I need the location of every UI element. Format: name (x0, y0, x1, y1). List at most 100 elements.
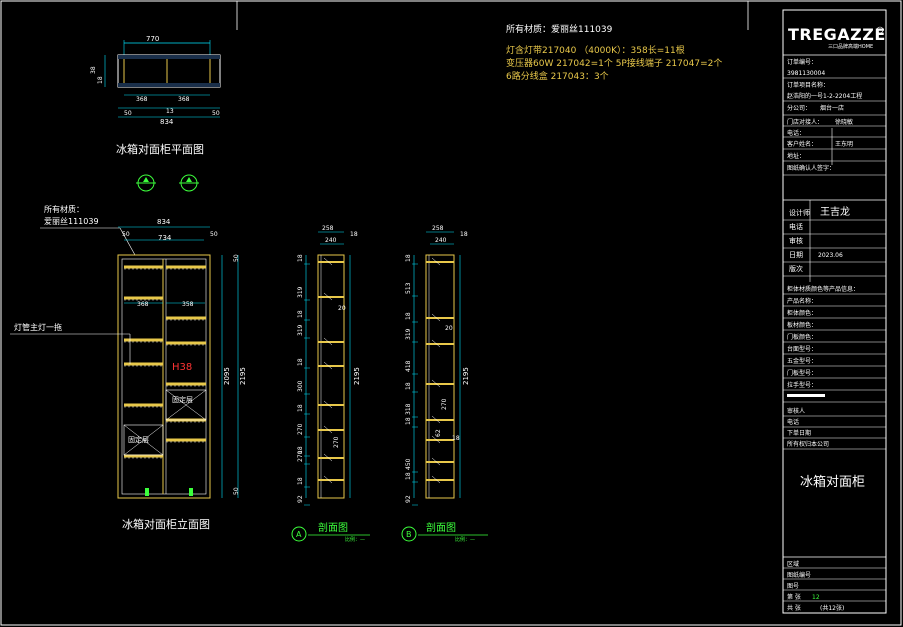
svg-text:比例：—: 比例：— (345, 536, 365, 543)
section-dim-label: 319 (297, 324, 304, 336)
elevation-shelf (166, 438, 206, 442)
title-row-label: 客户姓名： (787, 140, 817, 148)
footer-row-label: 图纸编号 (787, 571, 811, 579)
svg-text:62: 62 (435, 429, 442, 437)
title-row-label: 门店对接人： (787, 118, 823, 126)
spec-row-label: 五金型号： (787, 357, 817, 365)
svg-text:50: 50 (210, 231, 218, 238)
section-dim-label: 270 (297, 423, 304, 435)
section-dim-label: 18 (405, 417, 412, 425)
registered-icon (876, 26, 884, 34)
section-dim-label: 418 (405, 360, 412, 372)
review-row-label: 电话 (787, 418, 799, 426)
footer-row-value: (共12张) (820, 604, 844, 612)
elevation-shelf (124, 454, 163, 458)
svg-text:834: 834 (157, 218, 171, 226)
spec-row-label: 门板颜色： (787, 333, 817, 341)
svg-text:变压器60W 217042=1个 5P接线端子 21704: 变压器60W 217042=1个 5P接线端子 217047=2个 (506, 57, 722, 69)
designer-row-label: 版次 (789, 264, 803, 273)
section-dim-label: 18 (405, 312, 412, 320)
svg-text:爱丽丝111039: 爱丽丝111039 (44, 216, 99, 226)
review-row-label: 下单日期 (787, 429, 811, 437)
section-dim-label: 18 (405, 382, 412, 390)
title-row-label: 电话： (787, 129, 805, 137)
svg-text:灯含灯带217040 （4000K）：358长=11根: 灯含灯带217040 （4000K）：358长=11根 (506, 44, 685, 56)
designer-row-value: 王吉龙 (820, 205, 850, 218)
svg-text:6路分线盒 217043：3个: 6路分线盒 217043：3个 (506, 70, 609, 82)
elevation-shelf (124, 338, 163, 342)
svg-text:50: 50 (122, 231, 130, 238)
footer-row-value: 12 (812, 594, 820, 601)
title-row-label: 分公司： (787, 104, 811, 112)
title-block: TREGAZZE 三口品牌高端HOME 订单编号：3981130004订单项目名… (782, 9, 887, 614)
svg-text:2195: 2195 (239, 367, 247, 385)
svg-text:50: 50 (124, 110, 132, 117)
svg-text:B: B (406, 530, 412, 539)
section-dim-label: 18 (297, 446, 304, 454)
section-dim-label: 18 (297, 254, 304, 262)
svg-text:比例：—: 比例：— (455, 536, 475, 543)
section-dim-label: 319 (405, 328, 412, 340)
plan-view-title: 冰箱对面柜平面图 (116, 142, 204, 156)
spec-row-label: 柜体材质颜色等产品信息： (787, 285, 859, 293)
plan-dim-top: 770 (146, 35, 159, 43)
title-row-value: 赵浩阳的一号1-2-2204工程 (787, 92, 862, 100)
svg-text:固定层: 固定层 (128, 435, 149, 444)
designer-row-label: 设计师 (789, 208, 810, 217)
title-rows: 订单编号：3981130004订单项目名称：赵浩阳的一号1-2-2204工程分公… (783, 58, 886, 176)
section-dim-label: 318 (405, 403, 412, 415)
svg-text:2195: 2195 (462, 367, 470, 385)
section-dim-label: 18 (297, 310, 304, 318)
svg-text:2195: 2195 (353, 367, 361, 385)
title-row-value: 烟台一店 (820, 104, 844, 112)
title-row-label: 图纸确认人签字： (787, 164, 835, 172)
svg-text:2095: 2095 (223, 367, 231, 385)
section-dim-label: 18 (405, 254, 412, 262)
svg-text:368: 368 (178, 96, 190, 103)
title-row-value: 3981130004 (787, 70, 825, 77)
drawing-name: 冰箱对面柜 (800, 474, 865, 490)
svg-text:270: 270 (333, 436, 340, 448)
svg-text:358: 358 (182, 301, 194, 308)
brand-sub: 三口品牌高端HOME (828, 43, 873, 50)
footer-row-label: 第 张 (787, 593, 801, 601)
section-marker-b-icon (179, 174, 199, 192)
svg-text:258: 258 (432, 225, 444, 232)
elevation-shelf (166, 265, 206, 269)
svg-text:368: 368 (137, 301, 149, 308)
svg-text:368: 368 (136, 96, 148, 103)
elevation-shelf (124, 362, 163, 366)
elevation-shelf (166, 382, 206, 386)
svg-text:240: 240 (325, 237, 337, 244)
plan-view: 770 38 18 368 13 368 50 50 834 冰箱对面柜平面图 (90, 35, 221, 156)
spec-row-label: 台面型号： (787, 345, 817, 353)
spec-row-label: 产品名称： (787, 297, 817, 305)
svg-text:258: 258 (322, 225, 334, 232)
section-dim-label: 450 (405, 458, 412, 470)
section-a-title: 剖面图 (318, 521, 348, 534)
svg-text:18: 18 (460, 231, 468, 238)
designer-row-label: 日期 (789, 251, 803, 259)
title-row-value: 徐晓敏 (835, 118, 853, 126)
section-dim-label: 300 (297, 380, 304, 392)
footer-row-label: 区域 (787, 560, 799, 568)
section-dim-label: 18 (405, 472, 412, 480)
elevation-shelf (166, 341, 206, 345)
elevation-view: 所有材质： 爱丽丝111039 834 50 50 734 368 358 灯管… (10, 204, 247, 531)
height-label: H38 (172, 362, 192, 373)
svg-text:18: 18 (350, 231, 358, 238)
title-row-value: 王东明 (835, 140, 853, 148)
footer-row-label: 共 张 (787, 604, 801, 612)
section-a: 258 18 240 18319183191830018270182701892… (291, 225, 370, 543)
elevation-shelf (124, 265, 163, 269)
elevation-shelf (124, 403, 163, 407)
section-dim-label: 92 (405, 495, 412, 503)
svg-text:固定层: 固定层 (172, 395, 193, 404)
svg-text:所有材质：: 所有材质： (44, 204, 84, 214)
elevation-shelf (166, 316, 206, 320)
